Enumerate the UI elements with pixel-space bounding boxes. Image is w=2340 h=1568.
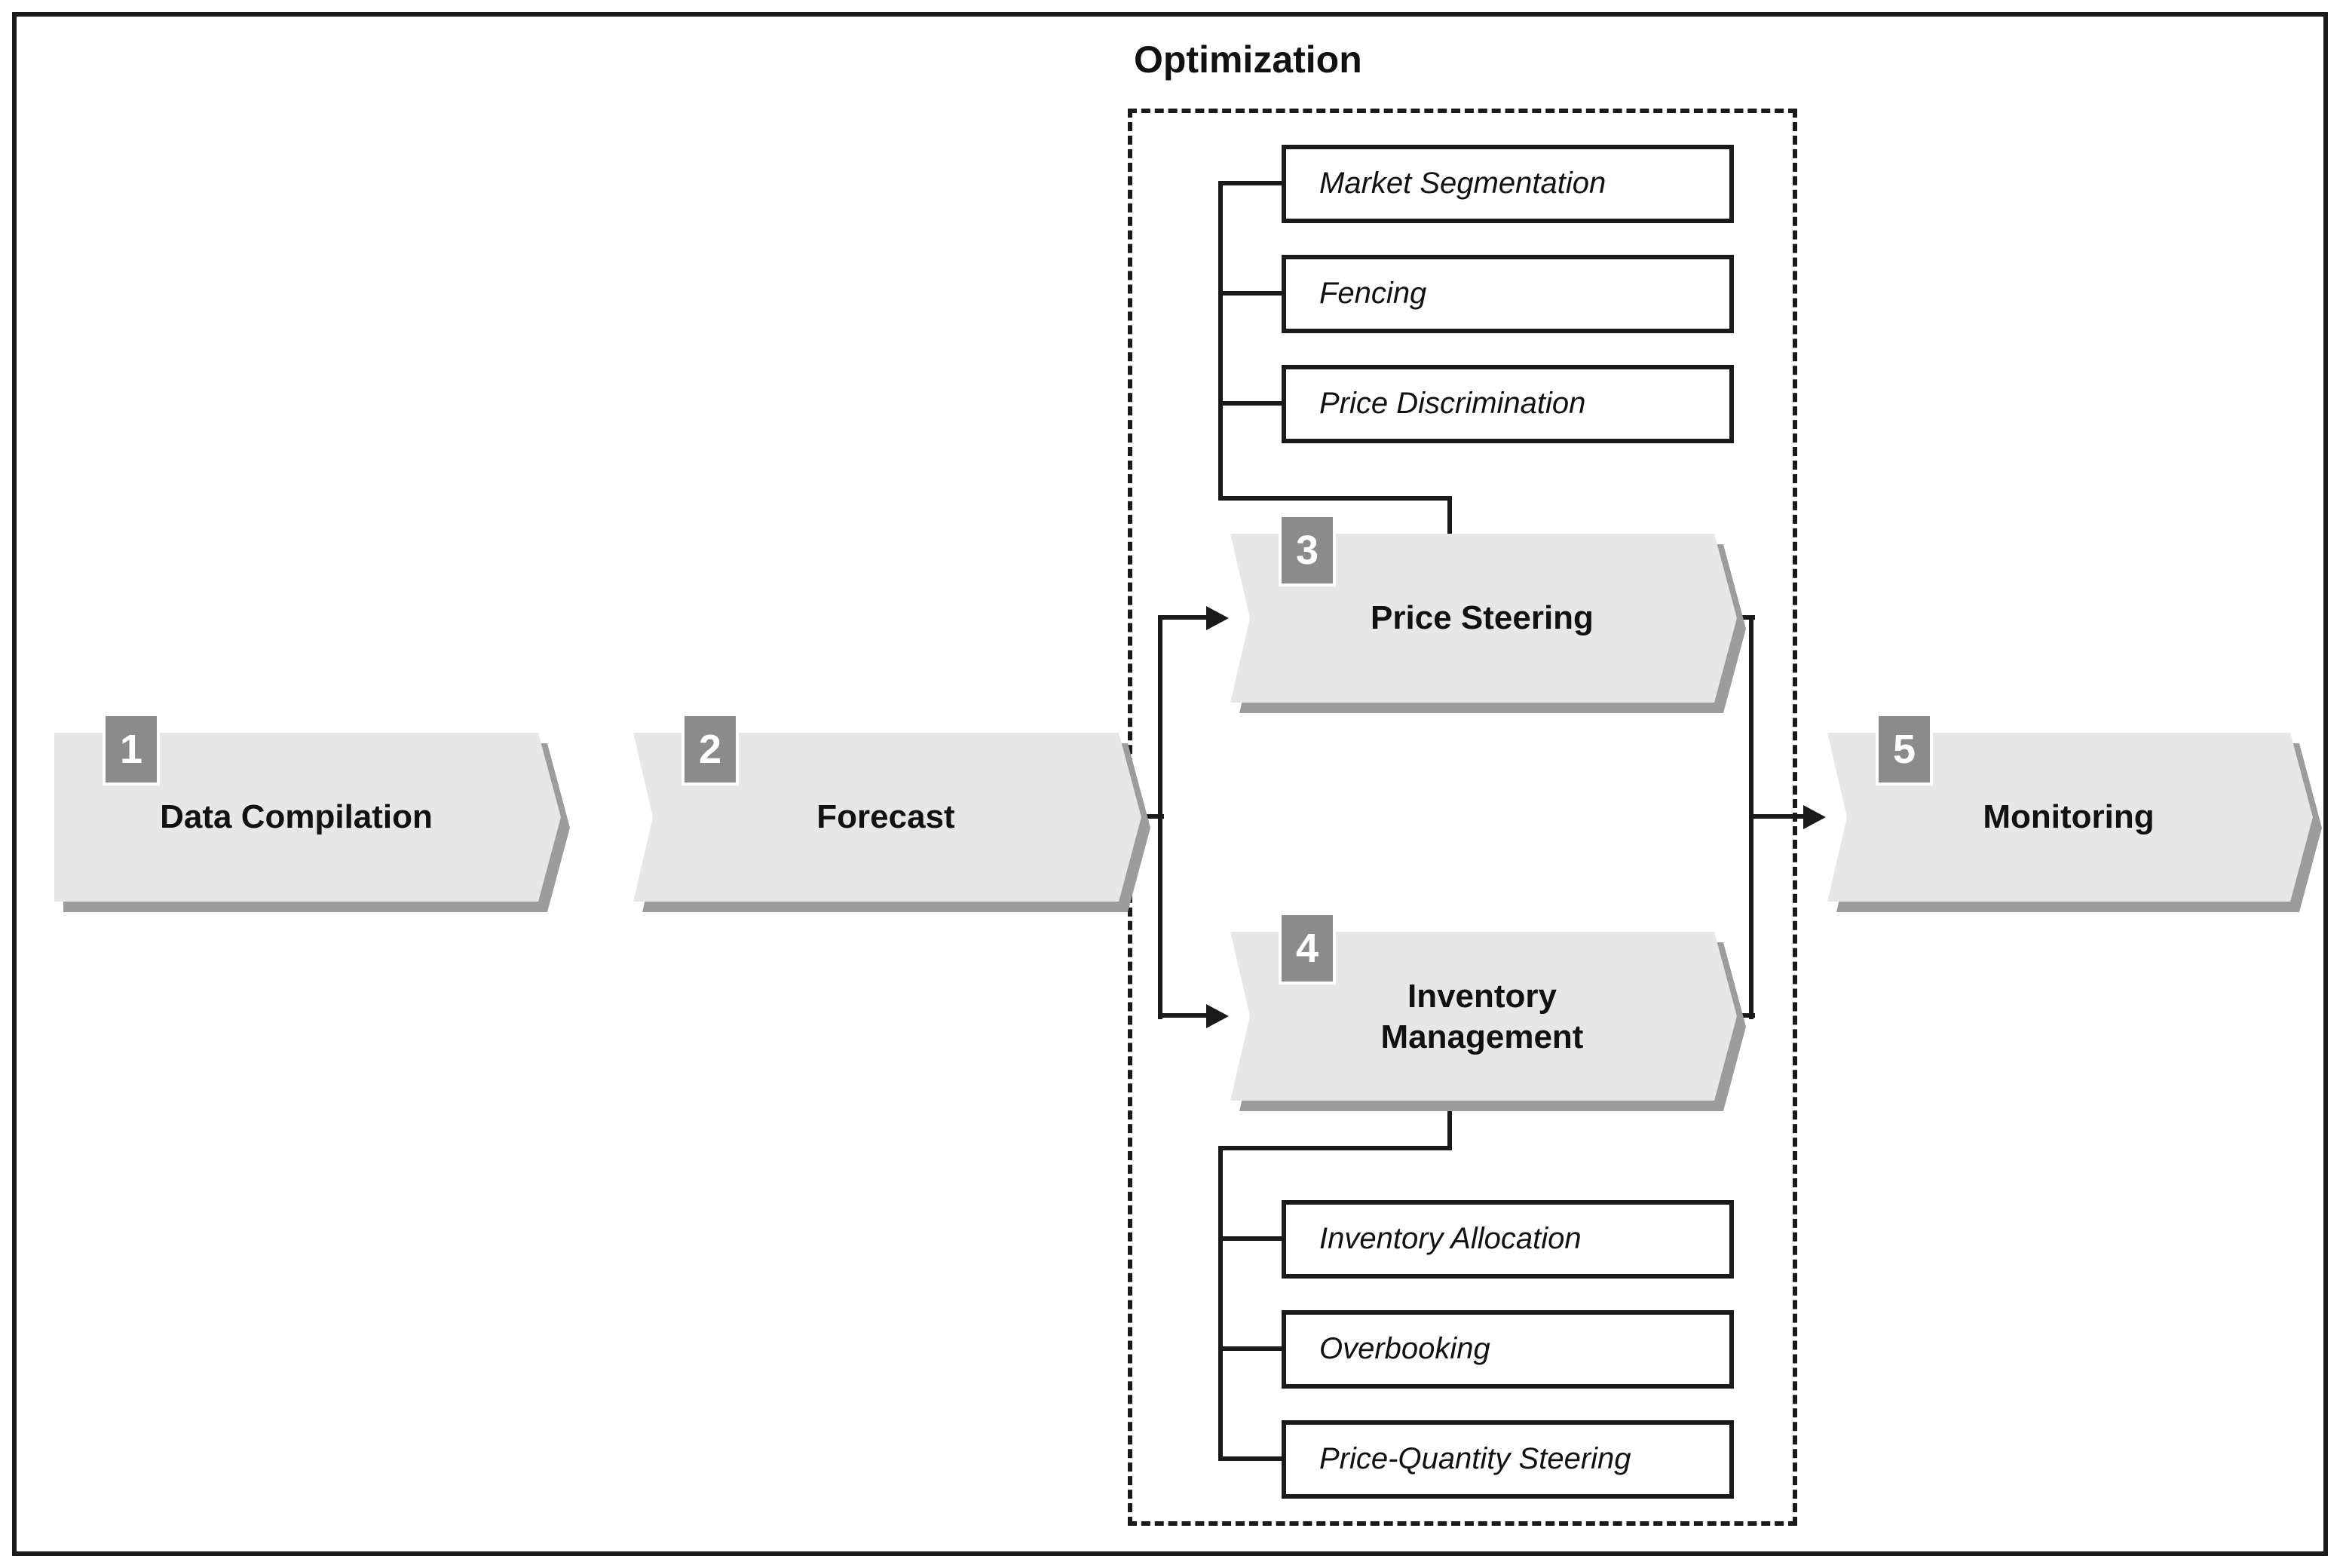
step-label: Data Compilation — [160, 798, 433, 835]
outer-frame — [12, 12, 2328, 1556]
step-forecast: Forecast 2 — [633, 713, 1141, 902]
step-label-container: Inventory Management — [1230, 932, 1737, 1101]
connector-inventory-management-out — [1731, 1013, 1755, 1018]
optimization-group-title: Optimization — [1134, 39, 1362, 81]
connector-top-bracket-elbow-horizontal — [1218, 496, 1452, 501]
connector-branch-to-price-steering — [1158, 615, 1208, 620]
tactic-box-price-discrimination: Price Discrimination — [1282, 365, 1734, 443]
step-number: 2 — [698, 726, 722, 771]
step-number: 5 — [1892, 726, 1916, 771]
tactic-box-overbooking: Overbooking — [1282, 1310, 1734, 1389]
tactic-box-market-segmentation: Market Segmentation — [1282, 145, 1734, 223]
step-data-compilation: Data Compilation 1 — [54, 713, 561, 902]
tactic-box-price-quantity-steering: Price-Quantity Steering — [1282, 1420, 1734, 1499]
step-number: 4 — [1295, 925, 1319, 970]
tactic-box-inventory-allocation: Inventory Allocation — [1282, 1200, 1734, 1279]
arrowhead-into-inventory-management — [1206, 1004, 1229, 1028]
step-price-steering: Price Steering 3 — [1230, 514, 1737, 703]
connector-top-bracket-vertical — [1218, 181, 1223, 501]
connector-top-bracket-stub-2 — [1218, 291, 1282, 296]
step-label: Forecast — [816, 798, 955, 835]
step-number: 3 — [1295, 527, 1319, 572]
connector-bottom-bracket-stub-3 — [1218, 1456, 1282, 1461]
tactic-label: Price Discrimination — [1319, 387, 1586, 420]
step-label-container: Price Steering — [1230, 534, 1737, 703]
step-number-badge: 3 — [1279, 514, 1336, 586]
step-label: Price Steering — [1371, 599, 1594, 636]
step-monitoring: Monitoring 5 — [1827, 713, 2313, 902]
arrowhead-into-monitoring — [1803, 805, 1826, 829]
connector-top-bracket-elbow-vertical — [1447, 496, 1452, 540]
step-number: 1 — [119, 726, 143, 771]
connector-branch-to-inventory-management — [1158, 1013, 1208, 1018]
step-inventory-management: Inventory Management 4 — [1230, 912, 1737, 1101]
tactic-label: Inventory Allocation — [1319, 1222, 1582, 1255]
tactic-label: Fencing — [1319, 277, 1427, 310]
connector-bottom-bracket-stub-1 — [1218, 1236, 1282, 1241]
step-label: Inventory Management — [1380, 976, 1584, 1055]
connector-forecast-out — [1131, 814, 1164, 819]
step-number-badge: 1 — [103, 713, 160, 786]
step-number-badge: 2 — [681, 713, 739, 786]
connector-bottom-bracket-stub-2 — [1218, 1346, 1282, 1351]
connector-price-steering-out — [1731, 615, 1755, 620]
tactic-label: Market Segmentation — [1319, 167, 1606, 200]
tactic-label: Price-Quantity Steering — [1319, 1442, 1631, 1475]
connector-top-bracket-stub-1 — [1218, 181, 1282, 185]
connector-to-monitoring — [1749, 814, 1806, 819]
connector-bottom-bracket-vertical — [1218, 1146, 1223, 1461]
tactic-box-fencing: Fencing — [1282, 255, 1734, 333]
step-number-badge: 4 — [1279, 912, 1336, 985]
connector-top-bracket-stub-3 — [1218, 401, 1282, 406]
connector-inventory-bottom-vertical — [1447, 1095, 1452, 1150]
step-label-container: Monitoring — [1827, 733, 2313, 902]
step-label-container: Forecast — [633, 733, 1141, 902]
connector-split-vertical — [1158, 615, 1162, 1019]
step-label: Monitoring — [1983, 798, 2155, 835]
connector-bottom-bracket-elbow-horizontal — [1218, 1146, 1452, 1150]
step-number-badge: 5 — [1876, 713, 1933, 786]
tactic-label: Overbooking — [1319, 1332, 1490, 1365]
arrowhead-into-price-steering — [1206, 606, 1229, 630]
step-label-container: Data Compilation — [54, 733, 561, 902]
